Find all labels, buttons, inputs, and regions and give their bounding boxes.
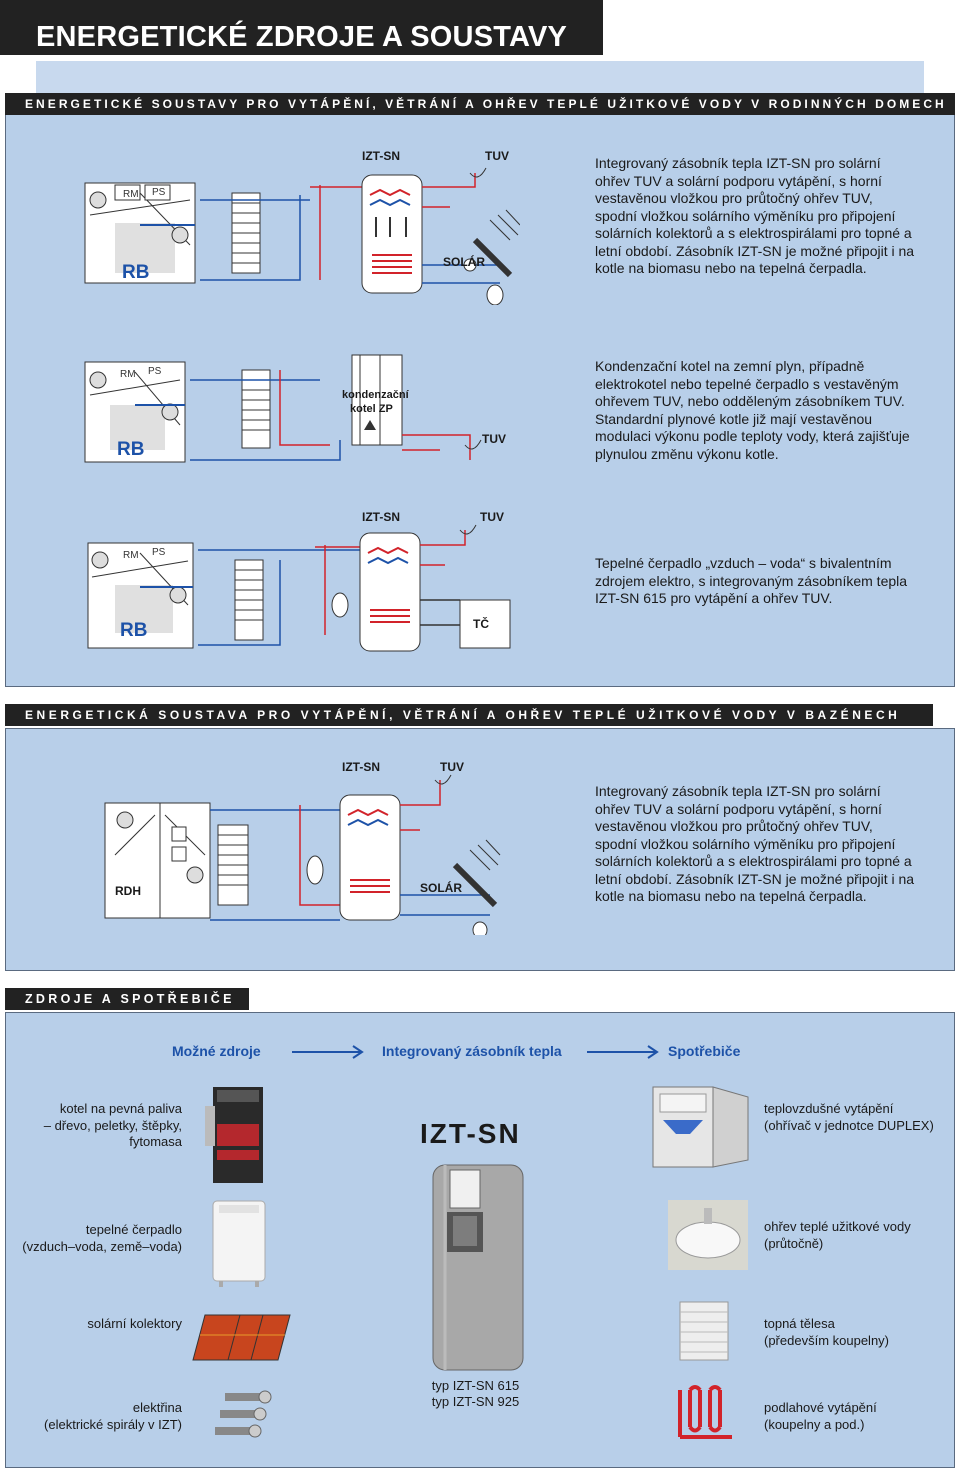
source-electricity: elektřina (elektrické spirály v IZT) <box>44 1400 182 1432</box>
heat-pump <box>459 599 511 649</box>
tuv-label: TUV <box>440 760 464 774</box>
description-solar-system: Integrovaný zásobník tepla IZT-SN pro so… <box>595 155 915 276</box>
washbasin-image <box>668 1200 748 1270</box>
section-pools-label: ENERGETICKÁ SOUSTAVA PRO VYTÁPĚNÍ, VĚTRÁ… <box>5 704 933 726</box>
heat-pump-image <box>212 1200 266 1287</box>
description-heat-pump: Tepelné čerpadlo „vzduch – voda“ s bival… <box>595 555 908 606</box>
flow-storage-label: Integrovaný zásobník tepla <box>382 1043 562 1059</box>
rm-label: RM <box>123 189 139 200</box>
ventilation-unit <box>84 182 196 284</box>
consumer-warm-air: teplovzdušné vytápění (ohřívač v jednotc… <box>764 1101 934 1133</box>
solid-fuel-boiler-image <box>205 1087 263 1183</box>
tuv-label: TUV <box>485 149 509 163</box>
storage-tank <box>359 532 421 652</box>
storage-tank-image <box>432 1164 524 1371</box>
solar-label: SOLÁR <box>443 254 485 269</box>
diagram-pool-system: RDH IZT-SN TUV SOLÁR <box>104 760 501 935</box>
consumer-radiators: topná tělesa (především koupelny) <box>764 1316 889 1348</box>
description-condensing-boiler: Kondenzační kotel na zemní plyn, případn… <box>595 358 910 462</box>
diagram-heat-pump: RM PS RB IZT-SN TUV TČ <box>87 510 511 652</box>
section-sources-label: ZDROJE A SPOTŘEBIČE <box>5 988 249 1010</box>
section-homes-label: ENERGETICKÉ SOUSTAVY PRO VYTÁPĚNÍ, VĚTRÁ… <box>5 93 955 115</box>
tank-label: IZT-SN <box>362 149 400 163</box>
tank-label: IZT-SN <box>342 760 380 774</box>
storage-types: typ IZT-SN 615 typ IZT-SN 925 <box>431 1378 520 1409</box>
ps-label: PS <box>148 366 162 377</box>
storage-name: IZT-SN <box>420 1118 521 1149</box>
rb-label: RB <box>122 262 149 283</box>
source-solid-fuel: kotel na pevná paliva – dřevo, peletky, … <box>43 1101 182 1149</box>
tuv-label: TUV <box>482 432 506 446</box>
radiator <box>234 559 264 641</box>
ps-label: PS <box>152 547 166 558</box>
rdh-label: RDH <box>115 884 141 898</box>
arrow-icon <box>587 1045 659 1059</box>
ventilation-unit-rdh <box>104 802 211 919</box>
tc-label: TČ <box>473 616 489 631</box>
floor-heating-image <box>678 1385 732 1439</box>
radiator <box>217 824 249 906</box>
diagram-solar-system: RM PS RB IZT-SN TUV SOLÁR <box>84 149 520 305</box>
boiler <box>351 354 403 446</box>
title-bar <box>0 0 603 55</box>
tuv-label: TUV <box>480 510 504 524</box>
rm-label: RM <box>123 550 139 561</box>
rm-label: RM <box>120 369 136 380</box>
ventilation-unit <box>87 542 194 649</box>
tank-label: IZT-SN <box>362 510 400 524</box>
ventilation-unit <box>84 361 186 463</box>
solar-collectors-image <box>192 1314 291 1361</box>
electric-spirals-image <box>215 1390 272 1438</box>
solar-label: SOLÁR <box>420 880 462 895</box>
storage-tank <box>361 174 423 294</box>
storage-tank <box>339 794 401 921</box>
radiator-image <box>679 1301 729 1361</box>
duplex-unit-image <box>652 1086 749 1168</box>
radiator <box>231 192 261 274</box>
source-solar-collectors: solární kolektory <box>87 1316 182 1331</box>
description-pool-system: Integrovaný zásobník tepla IZT-SN pro so… <box>595 783 915 904</box>
flow-sources-label: Možné zdroje <box>172 1043 261 1059</box>
consumer-floor-heating: podlahové vytápění (koupelny a pod.) <box>764 1400 877 1432</box>
flow-consumers-label: Spotřebiče <box>668 1043 741 1059</box>
page-title: ENERGETICKÉ ZDROJE A SOUSTAVY <box>36 21 568 53</box>
rb-label: RB <box>120 620 147 641</box>
ps-label: PS <box>152 187 166 198</box>
source-heat-pump: tepelné čerpadlo (vzduch–voda, země–voda… <box>22 1222 182 1254</box>
arrow-icon <box>292 1045 364 1059</box>
solar-collector <box>452 839 501 908</box>
solar-collector <box>472 209 520 278</box>
rb-label: RB <box>117 439 144 460</box>
consumer-hot-water: ohřev teplé užitkové vody (průtočně) <box>764 1219 911 1251</box>
radiator <box>241 369 271 449</box>
